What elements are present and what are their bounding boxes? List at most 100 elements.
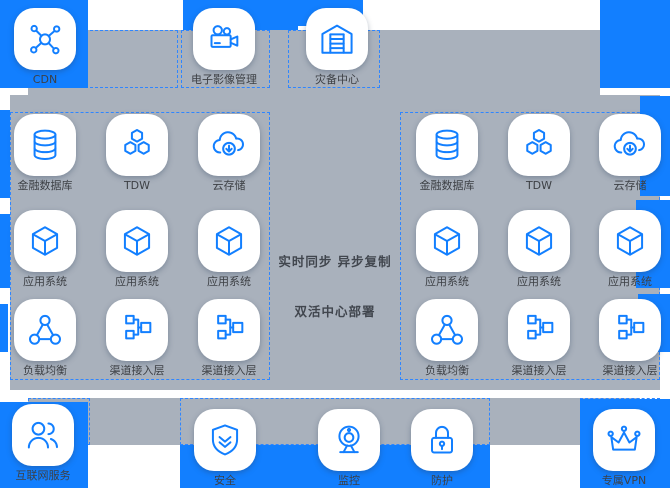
blue-strip-left-3 [0,304,8,352]
node-label: 灾备中心 [315,73,359,86]
card[interactable] [416,299,478,361]
card[interactable] [198,114,260,176]
node-dr-center[interactable]: 灾备中心 [302,8,372,86]
hexagons-icon [117,125,157,165]
cdn-network-icon [25,19,65,59]
node-left-load-balancer[interactable]: 负载均衡 [10,299,80,377]
node-security[interactable]: 安全 [190,409,260,487]
node-e-imaging[interactable]: 电子影像管理 [189,8,259,86]
card[interactable] [198,299,260,361]
card[interactable] [14,299,76,361]
load-balancer-icon [25,310,65,350]
node-label: 云存储 [613,179,647,192]
card[interactable] [306,8,368,70]
card[interactable] [411,409,473,471]
node-label: 应用系统 [115,275,159,288]
blue-block-top-right [600,0,670,88]
access-tree-icon [209,310,249,350]
node-label: 金融数据库 [17,179,73,192]
blue-strip-left-2 [0,214,10,288]
node-left-cloud-storage[interactable]: 云存储 [194,114,264,192]
node-label: 渠道接入层 [109,364,165,377]
card[interactable] [14,114,76,176]
card[interactable] [14,210,76,272]
card[interactable] [12,404,74,466]
node-right-load-balancer[interactable]: 负载均衡 [412,299,482,377]
card[interactable] [508,114,570,176]
cube-icon [25,221,65,261]
cloud-download-icon [610,125,650,165]
node-protection[interactable]: 防护 [407,409,477,487]
node-label: 应用系统 [23,275,67,288]
lock-icon [422,420,462,460]
node-cdn[interactable]: CDN [10,8,80,86]
node-label: 负载均衡 [425,364,469,377]
cube-icon [209,221,249,261]
node-right-financial-db[interactable]: 金融数据库 [412,114,482,192]
card[interactable] [194,409,256,471]
node-label: TDW [123,179,151,192]
node-right-app-2[interactable]: 应用系统 [504,210,574,288]
card[interactable] [416,114,478,176]
cube-icon [427,221,467,261]
node-dedicated-vpn[interactable]: 专属VPN [589,409,659,487]
card[interactable] [416,210,478,272]
card[interactable] [599,114,661,176]
node-label: 监控 [338,474,360,487]
access-tree-icon [117,310,157,350]
node-right-app-3[interactable]: 应用系统 [595,210,665,288]
card[interactable] [508,210,570,272]
node-internet-service[interactable]: 互联网服务 [8,404,78,482]
node-left-app-3[interactable]: 应用系统 [194,210,264,288]
cube-icon [610,221,650,261]
node-label: 渠道接入层 [511,364,567,377]
node-label: 渠道接入层 [201,364,257,377]
node-left-financial-db[interactable]: 金融数据库 [10,114,80,192]
node-left-access-layer-1[interactable]: 渠道接入层 [102,299,172,377]
card[interactable] [106,210,168,272]
node-label: TDW [525,179,553,192]
node-left-app-1[interactable]: 应用系统 [10,210,80,288]
access-tree-icon [519,310,559,350]
users-icon [23,415,63,455]
card[interactable] [106,114,168,176]
node-label: 负载均衡 [23,364,67,377]
node-left-tdw[interactable]: TDW [102,114,172,192]
warehouse-icon [317,19,357,59]
hexagons-icon [519,125,559,165]
card[interactable] [599,210,661,272]
cube-icon [519,221,559,261]
node-monitoring[interactable]: 监控 [314,409,384,487]
node-right-access-layer-2[interactable]: 渠道接入层 [595,299,665,377]
node-label: 安全 [214,474,236,487]
node-label: 防护 [431,474,453,487]
card[interactable] [198,210,260,272]
card[interactable] [508,299,570,361]
card[interactable] [193,8,255,70]
node-label: 电子影像管理 [191,73,257,86]
node-left-app-2[interactable]: 应用系统 [102,210,172,288]
node-label: 金融数据库 [419,179,475,192]
node-left-access-layer-2[interactable]: 渠道接入层 [194,299,264,377]
card[interactable] [318,409,380,471]
load-balancer-icon [427,310,467,350]
card[interactable] [599,299,661,361]
node-label: 应用系统 [608,275,652,288]
node-right-app-1[interactable]: 应用系统 [412,210,482,288]
card[interactable] [106,299,168,361]
database-icon [427,125,467,165]
database-icon [25,125,65,165]
node-right-access-layer-1[interactable]: 渠道接入层 [504,299,574,377]
node-label: 应用系统 [425,275,469,288]
node-right-cloud-storage[interactable]: 云存储 [595,114,665,192]
access-tree-icon [610,310,650,350]
deployment-annotation: 双活中心部署 [294,304,376,319]
node-label: CDN [32,73,58,86]
card[interactable] [14,8,76,70]
shield-icon [205,420,245,460]
card[interactable] [593,409,655,471]
left-datacenter-border [10,112,270,380]
node-right-tdw[interactable]: TDW [504,114,574,192]
cube-icon [117,221,157,261]
